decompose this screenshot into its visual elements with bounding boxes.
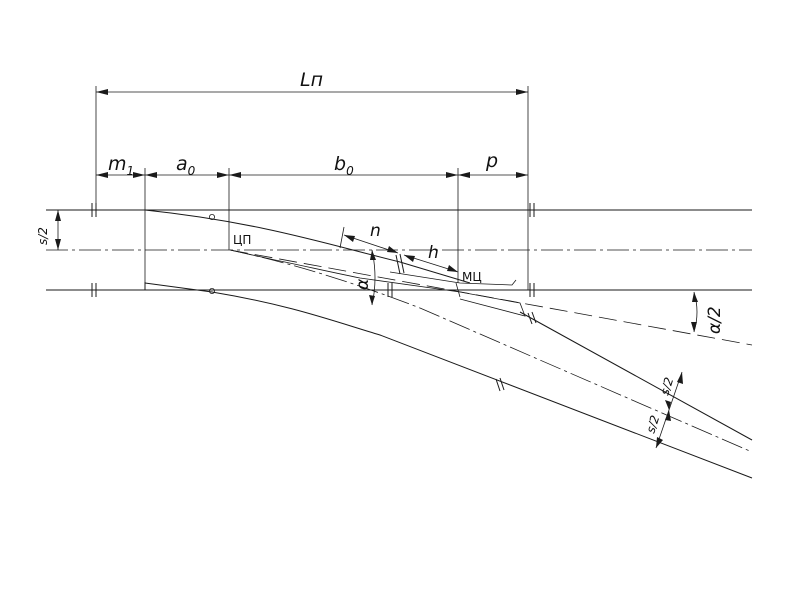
arrowhead xyxy=(458,172,470,178)
main-track xyxy=(46,203,752,297)
arrowhead xyxy=(404,255,415,262)
diverging-inner-rail xyxy=(519,311,753,441)
h-label: h xyxy=(428,243,439,263)
arrowhead xyxy=(217,172,229,178)
half-gauge-upper-label: s/2 xyxy=(658,376,677,397)
switch-bolt xyxy=(208,213,215,220)
frog-wing-rail xyxy=(389,271,517,286)
arrowhead xyxy=(691,322,697,332)
half-gauge-lower-label: s/2 xyxy=(644,414,663,435)
arrowhead xyxy=(133,172,145,178)
dimension-h: h xyxy=(403,243,459,273)
extension-lines xyxy=(95,86,529,290)
arrowhead xyxy=(677,372,683,384)
angle-label: α xyxy=(353,279,373,290)
arrowhead xyxy=(656,437,663,448)
arrowhead xyxy=(447,265,458,272)
dimension-n: n xyxy=(339,221,399,254)
half-angle-label: α/2 xyxy=(705,306,725,334)
dimension-half-gauge-diverging: s/2 s/2 xyxy=(644,371,683,449)
diverging-outer-rail xyxy=(144,282,753,479)
joint-mark xyxy=(531,311,537,324)
arrowhead xyxy=(96,172,108,178)
diverging-track-axis xyxy=(229,249,753,453)
total-length-label: Lп xyxy=(300,69,323,91)
arrowhead xyxy=(96,89,108,95)
arrowhead xyxy=(145,172,157,178)
arrowhead xyxy=(665,410,671,421)
dimension-total-length: Lп xyxy=(96,69,528,95)
frog-center-label: МЦ xyxy=(462,270,482,284)
arrowhead xyxy=(229,172,241,178)
a0-label: a0 xyxy=(176,153,196,178)
n-label: n xyxy=(370,221,381,241)
switch-rail-upper xyxy=(144,209,471,284)
arrowhead xyxy=(370,250,376,260)
joint-mark xyxy=(399,253,405,274)
frog-nose xyxy=(455,282,461,298)
arrowhead xyxy=(387,246,398,253)
dimension-half-gauge-left: s/2 xyxy=(36,210,61,250)
arrowhead xyxy=(692,292,698,302)
joint-mark xyxy=(499,377,505,391)
dimension-angle: α xyxy=(353,249,376,306)
arrowhead xyxy=(516,172,528,178)
m1-label: m1 xyxy=(108,153,134,178)
frog-area xyxy=(144,210,526,317)
half-gauge-label: s/2 xyxy=(36,227,50,245)
dimension-chain: m1 a0 b0 p xyxy=(96,150,528,178)
switch-center-label: ЦП xyxy=(233,233,251,247)
joint-mark xyxy=(527,312,533,325)
joint-mark xyxy=(395,254,401,275)
arrowhead xyxy=(55,239,61,250)
arrowhead xyxy=(55,210,61,221)
arrowhead xyxy=(446,172,458,178)
arrowhead xyxy=(665,400,671,410)
arrowhead xyxy=(516,89,528,95)
arrowhead xyxy=(369,295,375,305)
ext-line xyxy=(339,226,345,249)
frog-contour xyxy=(229,249,526,317)
joint-mark xyxy=(495,378,501,392)
dimension-half-angle: α/2 xyxy=(691,291,725,334)
arrowhead xyxy=(344,235,355,242)
switch-bolt xyxy=(208,287,215,294)
p-label: p xyxy=(485,150,498,172)
b0-label: b0 xyxy=(334,153,354,178)
